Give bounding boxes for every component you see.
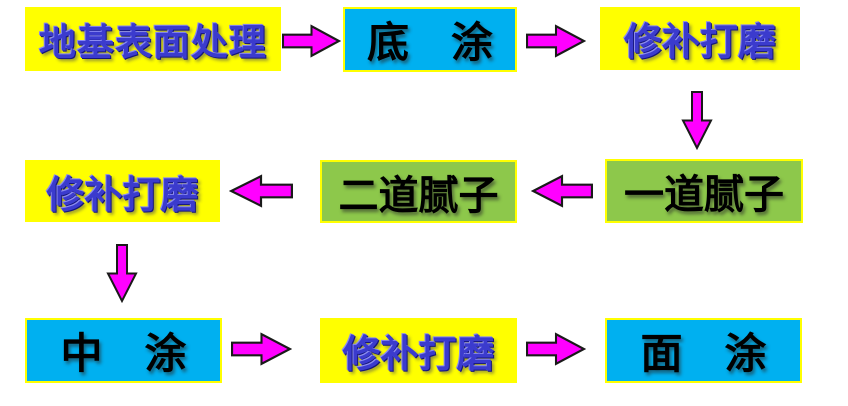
node-label: 修补打磨 [623,19,776,64]
node-middle-coat: 中 涂 [25,318,222,383]
arrow-right-icon [231,331,292,367]
arrow-right-icon [526,23,586,59]
node-label: 底 涂 [366,18,493,67]
arrow-down-icon [681,91,713,150]
node-label: 地基表面处理 [39,20,267,64]
node-repair-sanding-1: 修补打磨 [600,7,800,70]
arrow-right-icon [526,331,586,367]
arrow-down-icon [106,244,138,303]
node-repair-sanding-3: 修补打磨 [320,318,517,383]
node-label: 面 涂 [640,329,767,378]
node-first-putty: 一道腻子 [605,159,803,223]
arrow-right-icon [282,23,341,59]
node-label: 二道腻子 [338,171,499,219]
node-surface-treatment: 地基表面处理 [25,7,281,71]
node-repair-sanding-2: 修补打磨 [25,160,220,222]
node-second-putty: 二道腻子 [320,160,517,223]
node-top-coat: 面 涂 [605,318,802,383]
node-label: 修补打磨 [46,171,199,217]
node-label: 一道腻子 [624,171,784,218]
node-label: 修补打磨 [342,331,495,376]
arrow-left-icon [531,173,593,209]
node-primer-coat: 底 涂 [343,7,517,72]
arrow-left-icon [229,173,293,209]
node-label: 中 涂 [60,329,187,378]
